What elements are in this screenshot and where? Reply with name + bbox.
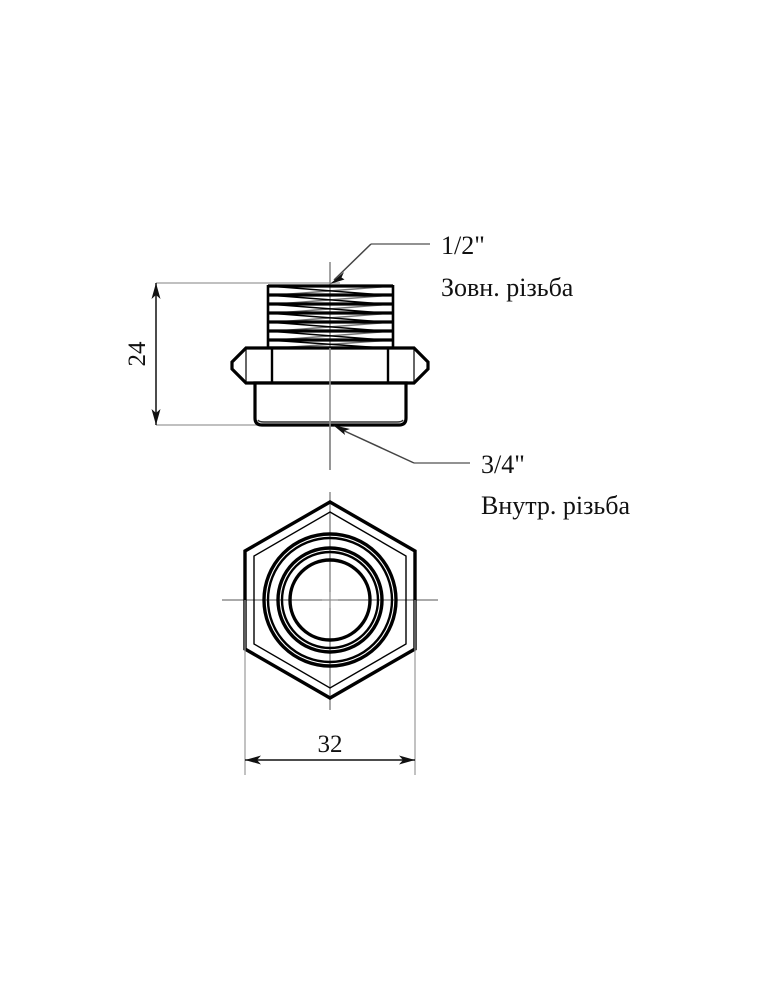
annotation-type-top: Зовн. різьба (441, 273, 574, 302)
side-view (230, 262, 430, 470)
leader-diagonal-top (333, 243, 372, 281)
leader-diagonal-bottom (337, 427, 415, 464)
annotation-type-bottom: Внутр. різьба (481, 491, 631, 520)
annotation-size-bottom: 3/4" (481, 450, 525, 479)
annotation-internal-thread: 3/4" Внутр. різьба (333, 425, 631, 520)
arrowhead-left (245, 755, 261, 765)
dimension-width-32: 32 (244, 600, 416, 775)
dimension-value-height: 24 (124, 341, 151, 367)
hexagon-inner-chamfer (253, 511, 407, 689)
arrowhead-up (151, 283, 161, 299)
hexagon-outer (243, 500, 417, 700)
arrowhead-down (151, 409, 161, 425)
leader-arrowhead-bottom (333, 425, 350, 435)
leader-arrowhead-top (330, 272, 345, 284)
circle-thread-root-inner (280, 550, 380, 650)
top-view (222, 492, 438, 710)
arrowhead-right (399, 755, 415, 765)
dimension-value-width: 32 (318, 731, 343, 758)
circle-thread-crest-inner (276, 546, 384, 654)
annotation-external-thread: 1/2" Зовн. різьба (330, 231, 574, 302)
circle-thread-crest-outer (262, 532, 398, 668)
dimension-height-24: 24 (124, 282, 340, 426)
circle-thread-root-outer (266, 536, 394, 664)
circle-bore (288, 558, 372, 642)
annotation-size-top: 1/2" (441, 231, 485, 260)
